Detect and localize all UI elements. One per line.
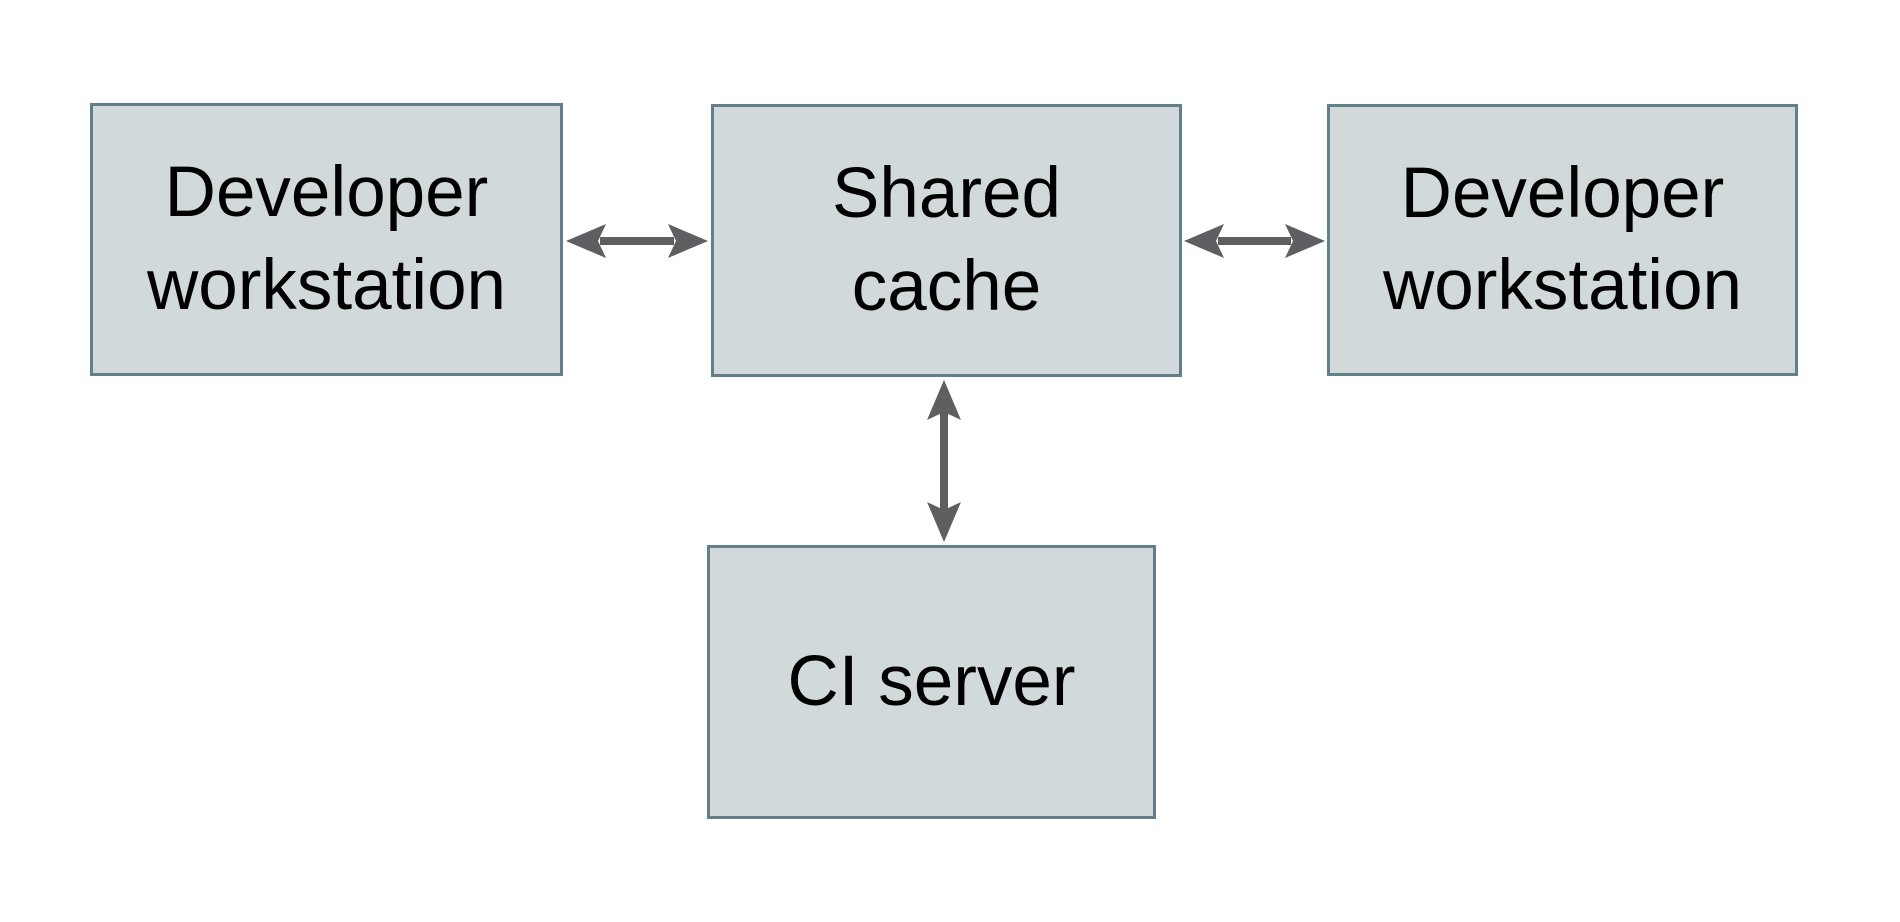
node-shared-cache: Shared cache xyxy=(711,104,1182,377)
bidirectional-arrow-cache-ci-server xyxy=(927,380,961,542)
node-developer-workstation-left: Developer workstation xyxy=(90,103,563,376)
node-label-line: CI server xyxy=(787,641,1076,721)
node-label-line: Shared xyxy=(832,154,1061,234)
node-label-line: Developer xyxy=(1400,153,1725,233)
node-developer-workstation-right: Developer workstation xyxy=(1327,104,1798,376)
node-label-line: Developer xyxy=(164,153,489,233)
node-label-line: workstation xyxy=(1382,246,1743,325)
node-label-line: cache xyxy=(851,246,1042,326)
bidirectional-arrow-left-workstation-cache xyxy=(566,224,708,258)
bidirectional-arrow-cache-right-workstation xyxy=(1184,224,1325,258)
node-label-line: workstation xyxy=(146,245,507,325)
node-ci-server: CI server xyxy=(707,545,1156,819)
